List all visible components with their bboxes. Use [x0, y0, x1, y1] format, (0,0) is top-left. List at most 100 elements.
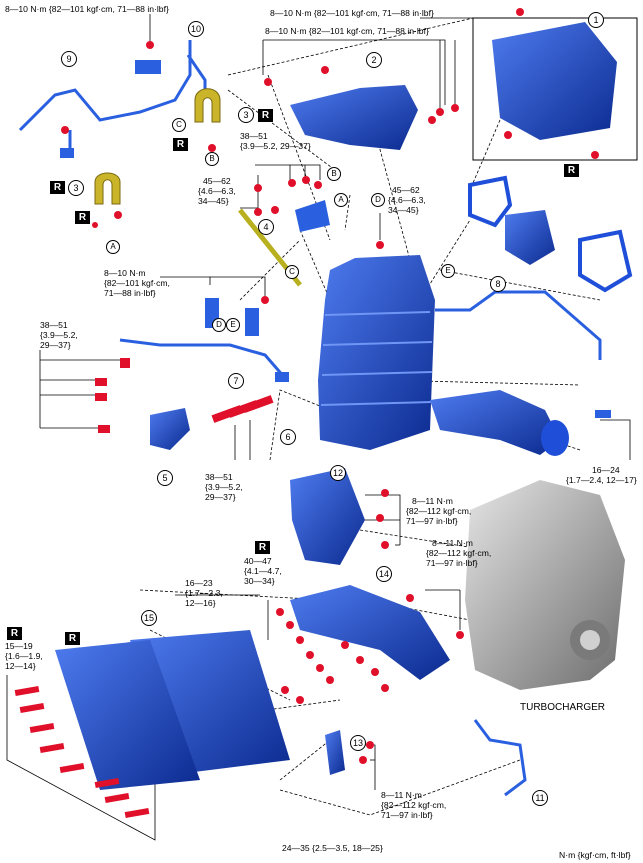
torque-label-14a: 16—23 — [185, 578, 213, 588]
heat-insulator-14 — [290, 585, 450, 680]
flange-joint — [505, 210, 555, 265]
torque-label-17: 24—35 {2.5—3.5, 18—25} — [282, 843, 383, 853]
torque-label-13c: 30—34} — [244, 576, 275, 586]
sensor-10-body — [186, 54, 207, 92]
ref-letter-e-left: E — [226, 318, 240, 332]
torque-label-12b: {82—112 kgf·cm, — [426, 548, 492, 558]
heat-insulator-2 — [290, 85, 418, 150]
ref-letter-d-right: D — [371, 193, 385, 207]
torque-label-8b: {3.9—5.2, — [40, 330, 78, 340]
torque-label-15b: {1.6—1.9, — [5, 651, 43, 661]
torque-label-4b: {3.9—5.2, 29—37} — [240, 141, 311, 151]
part-number-1: 1 — [588, 12, 604, 28]
torque-label-12c: 71—97 in·lbf} — [426, 558, 478, 568]
torque-label-9c: 29—37} — [205, 492, 236, 502]
part-number-14: 14 — [376, 566, 392, 582]
torque-label-8a: 38—51 — [40, 320, 68, 330]
part-number-10: 10 — [188, 21, 204, 37]
bracket-5 — [150, 408, 190, 450]
torque-label-11c: 71—97 in·lbf} — [406, 516, 458, 526]
part-number-3-lower: 3 — [68, 180, 84, 196]
torque-label-9a: 38—51 — [205, 472, 233, 482]
bracket-10 — [135, 60, 161, 74]
torque-label-6a: 45—62 — [392, 185, 420, 195]
part-number-11: 11 — [532, 790, 548, 806]
ref-letter-d-left: D — [212, 318, 226, 332]
manifold-nuts — [276, 608, 389, 704]
torque-label-6b: {4.6—6.3, — [388, 195, 426, 205]
torque-label-13a: 40—47 — [244, 556, 272, 566]
torque-label-16a: 8—11 N·m — [381, 790, 422, 800]
part-number-6: 6 — [280, 429, 296, 445]
catalytic-converter-6 — [318, 255, 435, 450]
oxygen-sensor-7-tip — [275, 372, 289, 382]
replace-mark-bolt-b: R — [173, 138, 188, 151]
torque-label-8c: 29—37} — [40, 340, 71, 350]
torque-label-2: 8—10 N·m {82—101 kgf·cm, 71—88 in·lbf} — [270, 8, 434, 18]
heat-insulator-1 — [492, 22, 617, 140]
torque-label-10a: 16—24 — [592, 465, 620, 475]
torque-label-7b: {82—101 kgf·cm, — [104, 278, 170, 288]
replace-mark-manifold-gasket: R — [65, 632, 80, 645]
bolt-group-5 — [95, 358, 274, 433]
oxygen-sensor-7-harness — [119, 338, 287, 379]
torque-label-15c: 12—14} — [5, 661, 36, 671]
turbocharger-label: TURBOCHARGER — [520, 702, 606, 713]
heat-insulator-12 — [290, 468, 365, 565]
replace-mark-gaskets: R — [564, 164, 579, 177]
oxygen-sensor-8-harness — [435, 290, 602, 360]
torque-label-1: 8—10 N·m {82—101 kgf·cm, 71—88 in·lbf} — [5, 4, 169, 14]
torque-label-5a: 45—62 — [203, 176, 231, 186]
gasket-flange-2 — [578, 229, 633, 293]
gasket-3-lower — [94, 172, 121, 205]
torque-label-16b: {82—112 kgf·cm, — [381, 800, 447, 810]
torque-label-11a: 8—11 N·m — [412, 496, 453, 506]
torque-label-10b: {1.7—2.4, 12—17} — [566, 475, 637, 485]
ref-letter-b-left: B — [205, 152, 219, 166]
torque-label-11b: {82—112 kgf·cm, — [406, 506, 472, 516]
ref-letter-c-upper: C — [172, 118, 186, 132]
torque-label-7c: 71—88 in·lbf} — [104, 288, 156, 298]
ref-letter-a-left: A — [106, 240, 120, 254]
part-number-7: 7 — [228, 373, 244, 389]
torque-label-12a: 8—11 N·m — [432, 538, 473, 548]
ref-letter-e-right: E — [441, 264, 455, 278]
turbocharger — [465, 480, 625, 690]
stud-exhaust — [595, 410, 611, 418]
replace-mark-nuts: R — [255, 541, 270, 554]
torque-label-3: 8—10 N·m {82—101 kgf·cm, 71—88 in·lbf} — [265, 26, 429, 36]
part-number-12: 12 — [330, 465, 346, 481]
torque-label-14c: 12—16} — [185, 598, 216, 608]
part-number-9: 9 — [61, 51, 77, 67]
replace-mark-bolt-a: R — [75, 211, 90, 224]
torque-label-14b: {1.7—2.3, — [185, 588, 223, 598]
replace-mark-gasket-3-upper: R — [258, 109, 273, 122]
ref-letter-c-lower: C — [285, 265, 299, 279]
red-bolts — [61, 8, 599, 764]
part-number-13: 13 — [350, 735, 366, 751]
ref-letter-b-right: B — [327, 167, 341, 181]
torque-label-15a: 15—19 — [5, 641, 33, 651]
torque-label-9b: {3.9—5.2, — [205, 482, 243, 492]
gasket-3-upper — [194, 88, 221, 123]
torque-label-5b: {4.6—6.3, — [198, 186, 236, 196]
torque-label-7a: 8—10 N·m — [104, 268, 146, 278]
torque-label-16c: 71—97 in·lbf} — [381, 810, 433, 820]
sensor-13 — [325, 730, 345, 775]
part-number-2: 2 — [366, 52, 382, 68]
gasket-flange-1 — [468, 175, 513, 228]
manifold-studs — [14, 685, 150, 819]
torque-label-13b: {4.1—4.7, — [244, 566, 282, 576]
exhaust-pipe-6 — [430, 390, 560, 455]
heat-insulator-detail-box — [472, 17, 638, 161]
part-number-4: 4 — [258, 219, 274, 235]
ref-letter-a-right: A — [334, 193, 348, 207]
part-number-3-upper: 3 — [238, 107, 254, 123]
part-number-5: 5 — [157, 470, 173, 486]
torque-label-4a: 38—51 — [240, 131, 268, 141]
torque-label-6c: 34—45} — [388, 205, 419, 215]
part-number-8: 8 — [490, 276, 506, 292]
replace-mark-studs: R — [7, 627, 22, 640]
